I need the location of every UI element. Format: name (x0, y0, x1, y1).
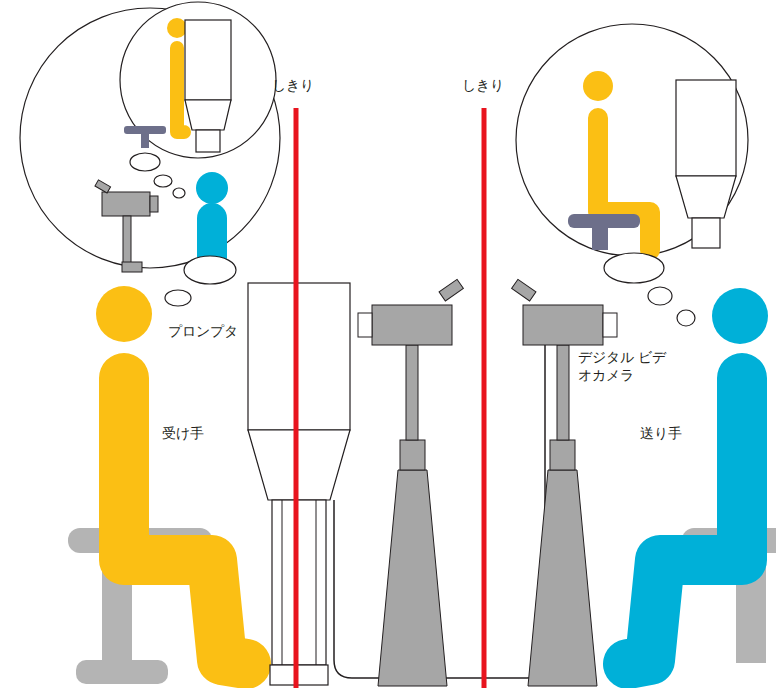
partition-label: しきり (462, 76, 504, 94)
prompter-label: プロンプタ (168, 322, 238, 340)
sender-label: 送り手 (640, 424, 682, 442)
receiver-label: 受け手 (162, 424, 204, 442)
partition-label: しきり (272, 76, 314, 94)
camera-label: デジタル ビデオカメラ (578, 348, 670, 384)
